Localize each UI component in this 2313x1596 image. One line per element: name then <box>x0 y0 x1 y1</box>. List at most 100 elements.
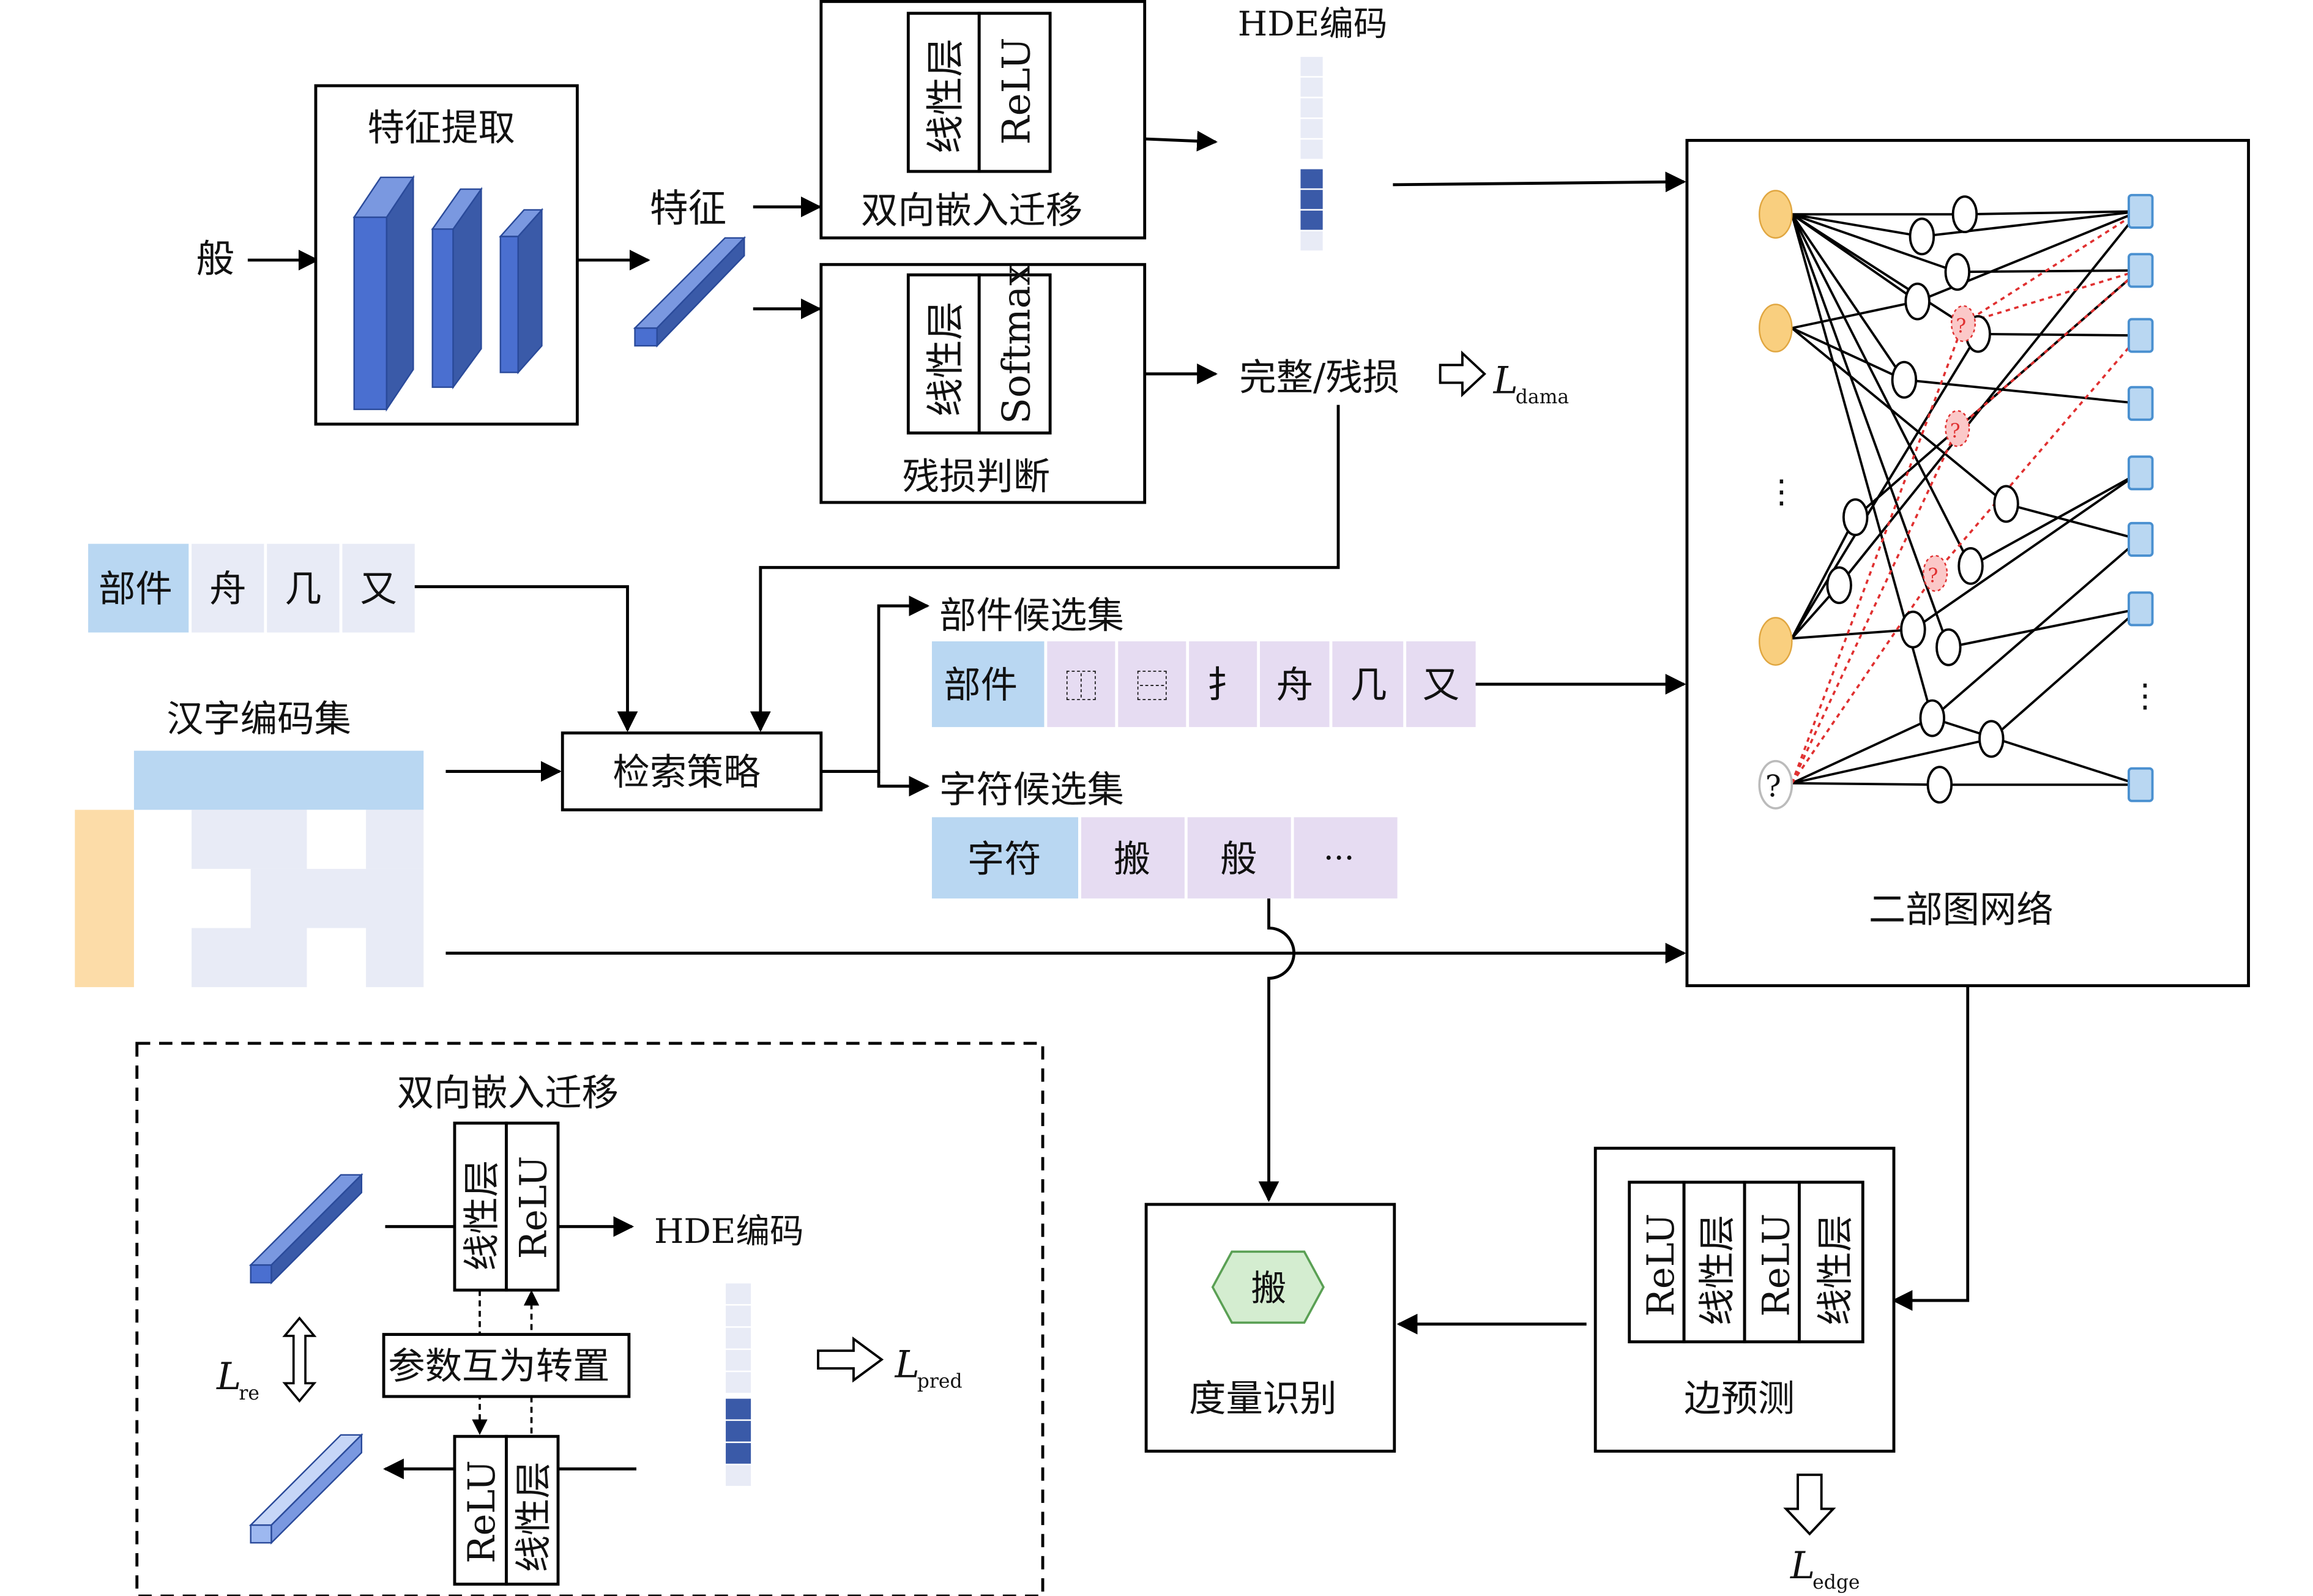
inset-lower-linear: 线性层 <box>513 1461 556 1572</box>
component-3: 又 <box>360 568 397 611</box>
arrow-search-to-components <box>821 595 930 773</box>
result-hexagon <box>1211 1250 1325 1324</box>
edge-layer-relu-2: ReLU <box>1756 1214 1798 1317</box>
damage-layer-softmax: Softmax <box>994 264 1038 424</box>
svg-text:re: re <box>239 1382 259 1404</box>
char-candidate-more: ··· <box>1324 839 1355 877</box>
conv-block-3-icon <box>499 207 544 375</box>
char-candidate-ban2: 般 <box>1220 838 1257 881</box>
component-candidates-title: 部件候选集 <box>939 594 1124 637</box>
bipartite-nodes: ? ⋮ ? ? ? <box>1758 190 2161 810</box>
embed-box-title: 双向嵌入迁移 <box>861 190 1082 233</box>
candidate-lr-structure: ⿰ <box>1065 668 1097 706</box>
inset-lower-relu: ReLU <box>461 1460 504 1564</box>
inset-upper-layers: 线性层 ReLU <box>453 1121 560 1292</box>
graph-left-node <box>1759 190 1793 239</box>
arrow-hde-to-graph <box>1393 171 1686 193</box>
char-candidates-title: 字符候选集 <box>939 769 1124 811</box>
feature-vector-icon <box>633 236 747 348</box>
component-2: 几 <box>285 568 321 611</box>
metric-recognition-title: 度量识别 <box>1189 1378 1336 1420</box>
transpose-param-box <box>382 1333 631 1398</box>
damage-layer-linear: 线性层 <box>923 302 967 417</box>
components-header: 部件 <box>99 568 173 611</box>
svg-text:dama: dama <box>1516 386 1569 408</box>
embedding-transfer-box: 线性层 ReLU 双向嵌入迁移 <box>819 0 1147 240</box>
graph-left-node <box>1759 617 1793 666</box>
feature-extraction-box: 特征提取 <box>314 84 579 426</box>
inset-hde-label: HDE编码 <box>654 1212 804 1251</box>
candidate-ji: 几 <box>1350 664 1387 707</box>
component-1: 舟 <box>209 568 246 611</box>
arrow-components-to-search <box>414 585 638 733</box>
svg-text:L: L <box>1493 359 1518 402</box>
component-candidates-header: 部件 <box>944 664 1018 707</box>
feature-extraction-title: 特征提取 <box>367 106 515 149</box>
edge-layer-relu-1: ReLU <box>1640 1214 1683 1317</box>
arrow-graph-to-edge-prediction <box>1891 985 1970 1311</box>
edge-layer-linear-1: 线性层 <box>1696 1215 1739 1326</box>
edge-prediction-title: 边预测 <box>1684 1378 1795 1420</box>
embed-layer-relu: ReLU <box>994 37 1038 145</box>
inset-upper-linear: 线性层 <box>461 1160 504 1271</box>
search-strategy-label: 检索策略 <box>613 751 760 794</box>
svg-text:edge: edge <box>1812 1572 1860 1594</box>
svg-text:L: L <box>1790 1545 1815 1587</box>
edge-prediction-layers: ReLU 线性层 ReLU 线性层 <box>1628 1180 1864 1344</box>
svg-text:L: L <box>216 1355 241 1398</box>
hde-label: HDE编码 <box>1238 4 1388 44</box>
arrow-damage-to-search <box>750 405 1340 733</box>
code-set-matrix <box>75 750 424 988</box>
code-set-title: 汉字编码集 <box>166 698 351 740</box>
red-unknown-mark: ? <box>1950 420 1961 442</box>
candidate-zhou: 舟 <box>1276 664 1313 707</box>
hde-code-strip <box>1299 55 1325 252</box>
conv-block-2-icon <box>431 187 483 390</box>
embed-layer-linear: 线性层 <box>923 39 967 154</box>
inset-lower-layers: ReLU 线性层 <box>453 1434 560 1586</box>
input-character: 般 <box>196 236 234 281</box>
components-row: 部件 舟 几 又 <box>88 543 415 633</box>
char-candidates-header: 字符 <box>967 838 1041 881</box>
char-candidates-row: 字符 搬 般 ··· <box>931 817 1398 899</box>
result-character: 搬 <box>1251 1267 1287 1309</box>
candidate-you: 又 <box>1423 664 1459 707</box>
metric-recognition-box <box>1144 1203 1396 1453</box>
arrow-chars-to-metric <box>1258 898 1295 1203</box>
bipartite-network-title: 二部图网络 <box>1869 889 2054 931</box>
red-unknown-mark: ? <box>1956 315 1966 337</box>
candidate-hand-radical: 扌 <box>1207 664 1243 707</box>
graph-unknown-mark: ? <box>1765 770 1781 804</box>
feature-label: 特征 <box>650 186 727 231</box>
implies-arrow-icon <box>817 1336 884 1383</box>
loss-dama: L dama <box>1493 359 1569 408</box>
arrow-embed-to-hde <box>1144 130 1218 152</box>
red-unknown-mark: ? <box>1928 565 1939 587</box>
svg-text:pred: pred <box>917 1371 963 1393</box>
predicted-edge-nodes: ? ? ? <box>1923 305 1976 592</box>
loss-re: L re <box>216 1355 259 1404</box>
candidate-tb-structure: ⿱ <box>1136 668 1168 706</box>
graph-left-ellipsis: ⋮ <box>1765 472 1798 510</box>
arrow-search-to-chars <box>877 771 930 797</box>
component-candidates-row: 部件 ⿰ ⿱ 扌 舟 几 又 <box>931 641 1476 728</box>
transpose-param-label: 参数互为转置 <box>388 1345 609 1388</box>
graph-right-ellipsis: ⋮ <box>2129 676 2161 714</box>
inset-reconstructed-vector-icon <box>248 1433 363 1545</box>
svg-text:L: L <box>895 1344 920 1387</box>
inset-feature-vector-icon <box>248 1173 363 1285</box>
down-implies-arrow-icon <box>1783 1474 1836 1536</box>
damage-box-title: 残损判断 <box>903 455 1050 498</box>
edge-layer-linear-2: 线性层 <box>1814 1215 1857 1326</box>
graph-left-node <box>1759 304 1793 352</box>
double-arrow-icon <box>282 1316 317 1403</box>
inset-embedding-detail <box>135 1042 1045 1596</box>
graph-unknown-node <box>1758 759 1793 810</box>
loss-pred: L pred <box>895 1344 963 1393</box>
inset-hde-code-strip <box>724 1281 753 1488</box>
inset-upper-relu: ReLU <box>513 1156 556 1259</box>
damage-judgement-box: 线性层 Softmax 残损判断 <box>819 263 1147 504</box>
conv-block-1-icon <box>352 174 415 412</box>
char-candidate-ban1: 搬 <box>1114 838 1150 881</box>
